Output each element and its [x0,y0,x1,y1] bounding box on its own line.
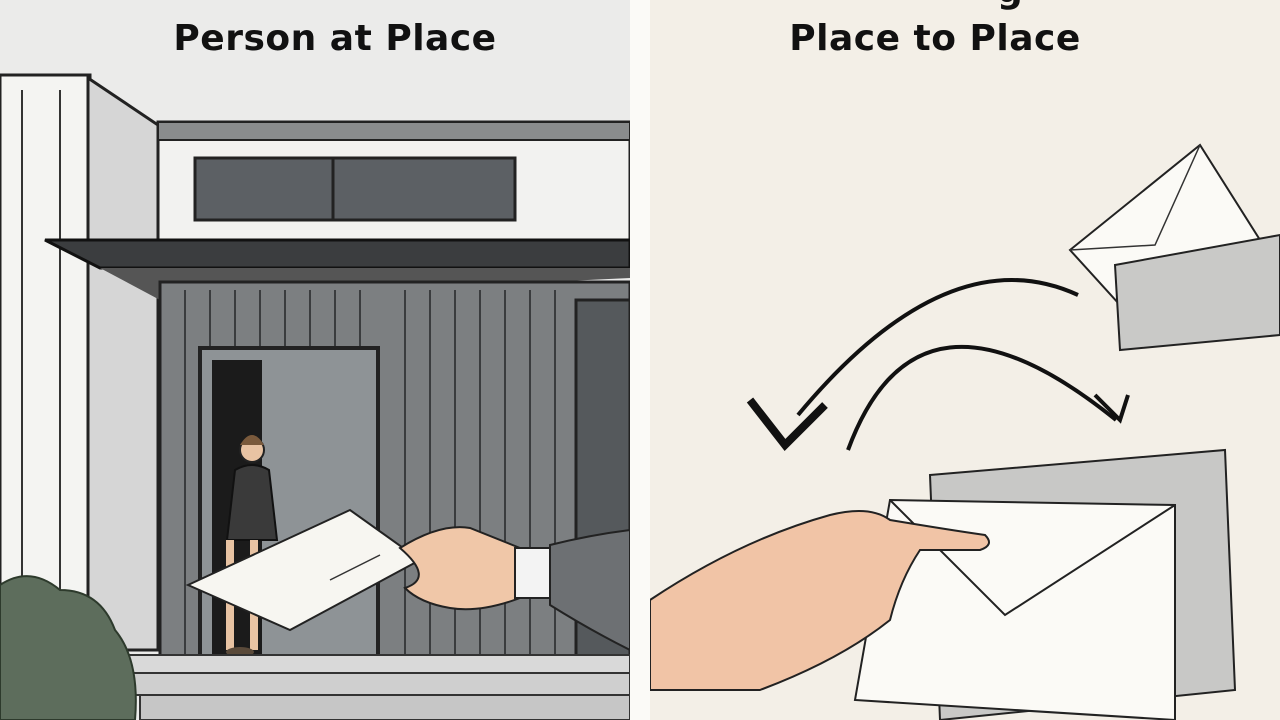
suit-sleeve [549,528,630,652]
left-panel: Person at Place [0,0,630,720]
arrow-head-icon [746,397,828,452]
step [119,654,630,674]
arrow-head-icon [1093,393,1130,424]
step [129,672,630,696]
curved-arrow-left [796,278,1079,417]
entrance-canopy [44,238,630,270]
panel-caption: Place to Place [789,18,1081,59]
upper-window [193,156,517,222]
hand [650,510,990,691]
curved-arrow-right [846,344,1118,451]
house-left-wall [0,73,92,637]
hand [398,526,521,611]
right-panel: Place to Place g [650,0,1280,720]
partial-caption-fragment: g [997,0,1023,11]
gray-envelope [1113,233,1280,352]
step [139,694,630,720]
shrub [0,575,137,720]
house-scene-illustration [0,73,630,720]
panel-caption: Person at Place [173,18,497,59]
envelope-exchange-illustration [650,143,1280,720]
